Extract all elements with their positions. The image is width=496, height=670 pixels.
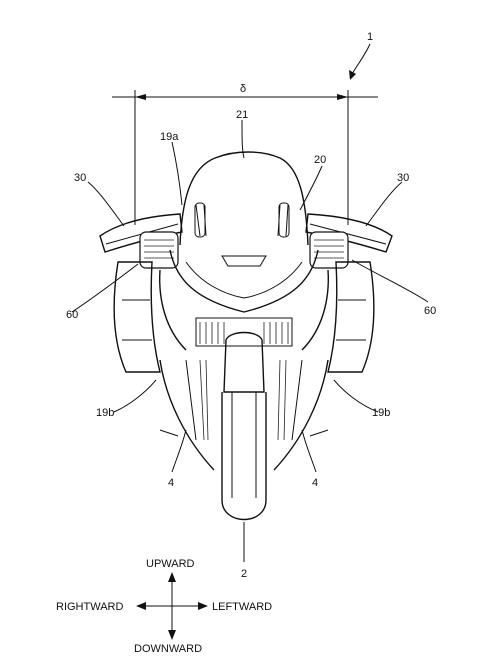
left-side-case [113,261,161,373]
direction-down-label: DOWNWARD [134,643,202,655]
ref-19a: 19a [160,131,179,143]
front-wheel [221,331,267,521]
ref-21: 21 [236,109,248,121]
ref-30-right: 30 [397,172,409,184]
direction-rightward-label: RIGHTWARD [56,601,123,613]
arrow-left-icon [136,602,146,610]
left-side-light [139,231,179,269]
arrow-down-icon [168,630,176,640]
delta-symbol: δ [240,83,246,95]
front-cowl [159,249,329,351]
direction-compass: UPWARD DOWNWARD RIGHTWARD LEFTWARD [56,558,272,655]
ref-19b-left: 19b [96,407,114,419]
ref-4-right: 4 [312,477,318,489]
ref-4-left: 4 [168,477,174,489]
windscreen [179,151,309,246]
foot-pegs [159,429,329,437]
ref-30-left: 30 [74,172,86,184]
direction-up-label: UPWARD [146,558,195,570]
right-side-case [327,261,375,373]
right-mirror [305,213,393,253]
arrow-right-icon [198,602,208,610]
right-side-light [309,231,349,269]
leader-1 [351,43,371,75]
direction-leftward-label: LEFTWARD [212,601,272,613]
ref-60-right: 60 [424,305,436,317]
leader-lines [71,119,429,562]
ref-2: 2 [241,568,247,580]
ref-1: 1 [367,31,373,43]
lower-fairings [159,359,329,471]
ref-60-left: 60 [66,309,78,321]
radiator-grill [195,317,293,347]
leader-arrow-icon [349,70,356,80]
arrow-right-icon [337,94,348,100]
arrow-left-icon [135,94,146,100]
ref-20: 20 [314,154,326,166]
ref-19b-right: 19b [372,407,390,419]
width-dimension [112,90,378,225]
arrow-up-icon [168,572,176,582]
